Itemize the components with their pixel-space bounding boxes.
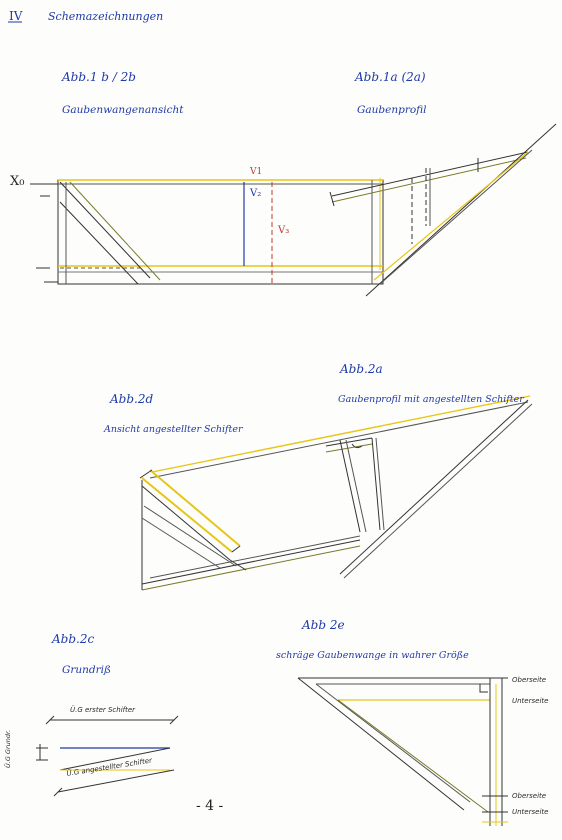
abb2e-label: Abb 2e (302, 618, 345, 632)
abb1a-caption: Gaubenprofil (357, 104, 427, 116)
abb2a-caption: Gaubenprofil mit angestellten Schifter (338, 394, 524, 405)
v2-marker: V₂ (250, 188, 262, 199)
abb2e-true-size-wall (297, 677, 508, 826)
abb2d-label: Abb.2d (110, 392, 154, 406)
grundriss-side-label: Ü.G Grundr. (4, 729, 12, 768)
section-number: IV (9, 9, 23, 23)
wange-unterseite-2: Unterseite (512, 808, 549, 816)
v1-marker: V1 (250, 167, 263, 177)
page-number: - 4 - (196, 798, 224, 814)
abb1b-caption: Gaubenwangenansicht (62, 104, 184, 116)
abb2e-caption: schräge Gaubenwange in wahrer Größe (276, 650, 469, 661)
abb1a-label: Abb.1a (2a) (355, 70, 426, 84)
abb1-wall-view (30, 123, 557, 297)
abb2c-label: Abb.2c (52, 632, 95, 646)
x0-marker: X₀ (10, 174, 25, 189)
wange-unterseite-1: Unterseite (512, 697, 549, 705)
v3-marker: V₃ (278, 225, 290, 236)
wange-oberseite-2: Oberseite (512, 792, 547, 800)
grundriss-top-label: Ü.G erster Schifter (70, 706, 136, 714)
page-title: Schemazeichnungen (48, 10, 164, 23)
abb1b-label: Abb.1 b / 2b (62, 70, 136, 84)
abb2c-caption: Grundriß (62, 664, 112, 676)
abb2c-floor-plan (36, 715, 179, 797)
abb2a-label: Abb.2a (340, 362, 383, 376)
wange-oberseite-1: Oberseite (512, 676, 547, 684)
abb2-profile-view (139, 395, 533, 591)
abb2d-caption: Ansicht angestellter Schifter (104, 424, 243, 435)
